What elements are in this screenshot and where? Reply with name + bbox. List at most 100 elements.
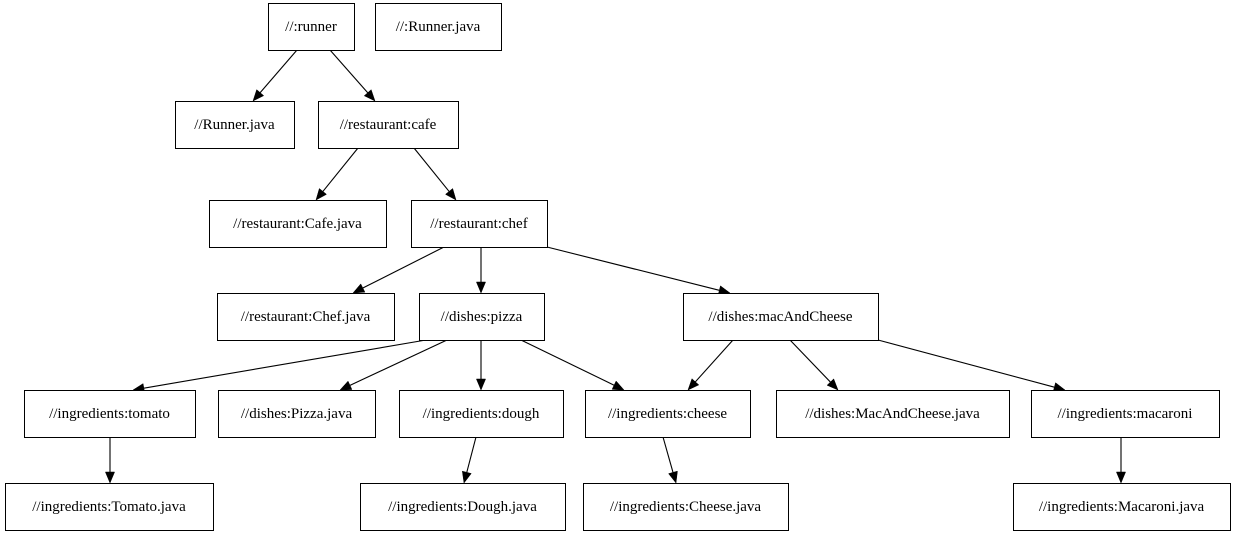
arrowhead-icon xyxy=(105,471,115,484)
edge-line xyxy=(789,339,831,383)
arrowhead-icon xyxy=(826,378,839,391)
graph-edge xyxy=(476,340,486,391)
nodes-layer: //:runner //:Runner.java //Runner.java //re… xyxy=(5,3,1231,531)
graph-node-ing_cheese[interactable]: //ingredients:cheese xyxy=(585,390,751,438)
graph-node-cheese_java[interactable]: //ingredients:Cheese.java xyxy=(583,483,789,531)
node-label: //dishes:MacAndCheese.java xyxy=(805,406,980,422)
node-box[interactable] xyxy=(209,200,387,248)
arrowhead-icon xyxy=(611,380,625,391)
node-label: //restaurant:Cafe.java xyxy=(233,216,362,232)
node-box[interactable] xyxy=(399,390,564,438)
node-label: //dishes:pizza xyxy=(441,309,523,325)
node-box[interactable] xyxy=(217,293,395,341)
graph-edge xyxy=(462,436,477,484)
node-box[interactable] xyxy=(318,101,459,149)
graph-node-ing_dough[interactable]: //ingredients:dough xyxy=(399,390,564,438)
node-label: //Runner.java xyxy=(194,117,275,133)
arrowhead-icon xyxy=(339,380,353,391)
node-box[interactable] xyxy=(1031,390,1220,438)
node-label: //ingredients:dough xyxy=(423,406,540,422)
graph-edge xyxy=(520,339,625,391)
graph-node-chef_java[interactable]: //restaurant:Chef.java xyxy=(217,293,395,341)
graph-edge xyxy=(105,437,115,484)
graph-edge xyxy=(476,247,486,294)
graph-node-runner_java[interactable]: //Runner.java xyxy=(175,101,295,149)
graph-node-macaroni_java[interactable]: //ingredients:Macaroni.java xyxy=(1013,483,1231,531)
node-box[interactable] xyxy=(24,390,196,438)
arrowhead-icon xyxy=(363,89,376,102)
node-box[interactable] xyxy=(585,390,751,438)
graph-edge xyxy=(413,147,457,201)
graph-node-ing_tomato[interactable]: //ingredients:tomato xyxy=(24,390,196,438)
edge-line xyxy=(322,147,359,192)
graph-edge xyxy=(789,339,839,391)
graph-node-dough_java[interactable]: //ingredients:Dough.java xyxy=(360,483,566,531)
arrowhead-icon xyxy=(352,283,366,294)
node-box[interactable] xyxy=(218,390,376,438)
edge-line xyxy=(143,339,427,389)
node-label: //ingredients:Cheese.java xyxy=(610,499,762,515)
node-label: //:runner xyxy=(285,19,337,35)
graph-node-cafe_java[interactable]: //restaurant:Cafe.java xyxy=(209,200,387,248)
node-label: //ingredients:Macaroni.java xyxy=(1039,499,1205,515)
node-label: //ingredients:cheese xyxy=(608,406,727,422)
edge-line xyxy=(349,339,448,386)
node-box[interactable] xyxy=(1013,483,1231,531)
node-box[interactable] xyxy=(683,293,879,341)
graph-edge xyxy=(546,246,731,296)
arrowhead-icon xyxy=(668,470,678,484)
graph-node-tomato_java[interactable]: //ingredients:Tomato.java xyxy=(5,483,214,531)
node-box[interactable] xyxy=(776,390,1010,438)
graph-node-restaurant_chef[interactable]: //restaurant:chef xyxy=(411,200,548,248)
graph-edge xyxy=(352,246,445,294)
edge-line xyxy=(413,147,450,192)
graph-edge xyxy=(877,339,1066,392)
node-box[interactable] xyxy=(411,200,548,248)
node-box[interactable] xyxy=(175,101,295,149)
arrowhead-icon xyxy=(252,89,265,102)
node-box[interactable] xyxy=(360,483,566,531)
graph-node-runner[interactable]: //:runner xyxy=(268,3,355,51)
edge-line xyxy=(362,246,445,289)
graph-node-restaurant_cafe[interactable]: //restaurant:cafe xyxy=(318,101,459,149)
arrowhead-icon xyxy=(462,470,472,484)
graph-edge xyxy=(1116,437,1126,484)
edge-line xyxy=(694,339,734,383)
graph-edge xyxy=(315,147,359,201)
node-box[interactable] xyxy=(419,293,545,341)
edge-line xyxy=(259,49,298,94)
node-label: //ingredients:Tomato.java xyxy=(32,499,186,515)
edge-line xyxy=(662,436,674,473)
arrowhead-icon xyxy=(476,378,486,391)
edge-line xyxy=(877,339,1055,388)
node-label: //restaurant:Chef.java xyxy=(241,309,371,325)
node-label: //restaurant:cafe xyxy=(340,117,437,133)
arrowhead-icon xyxy=(476,281,486,294)
arrowhead-icon xyxy=(687,378,700,391)
node-label: //restaurant:chef xyxy=(430,216,527,232)
graph-node-pizza_java[interactable]: //dishes:Pizza.java xyxy=(218,390,376,438)
graph-edge xyxy=(339,339,448,391)
node-label: //ingredients:Dough.java xyxy=(388,499,537,515)
node-box[interactable] xyxy=(375,3,502,51)
graph-node-mac_java[interactable]: //dishes:MacAndCheese.java xyxy=(776,390,1010,438)
edge-line xyxy=(329,49,369,94)
graph-edge xyxy=(252,49,298,102)
graph-node-runner_java_root[interactable]: //:Runner.java xyxy=(375,3,502,51)
node-label: //:Runner.java xyxy=(396,19,481,35)
node-box[interactable] xyxy=(583,483,789,531)
graph-node-ing_macaroni[interactable]: //ingredients:macaroni xyxy=(1031,390,1220,438)
graph-edge xyxy=(662,436,678,484)
node-label: //dishes:Pizza.java xyxy=(241,406,353,422)
node-box[interactable] xyxy=(268,3,355,51)
graph-node-dishes_mac[interactable]: //dishes:macAndCheese xyxy=(683,293,879,341)
graph-node-dishes_pizza[interactable]: //dishes:pizza xyxy=(419,293,545,341)
node-box[interactable] xyxy=(5,483,214,531)
edge-line xyxy=(546,246,720,291)
graph-edge xyxy=(329,49,376,102)
node-label: //ingredients:macaroni xyxy=(1058,406,1193,422)
arrowhead-icon xyxy=(1116,471,1126,484)
graph-edge xyxy=(687,339,734,391)
